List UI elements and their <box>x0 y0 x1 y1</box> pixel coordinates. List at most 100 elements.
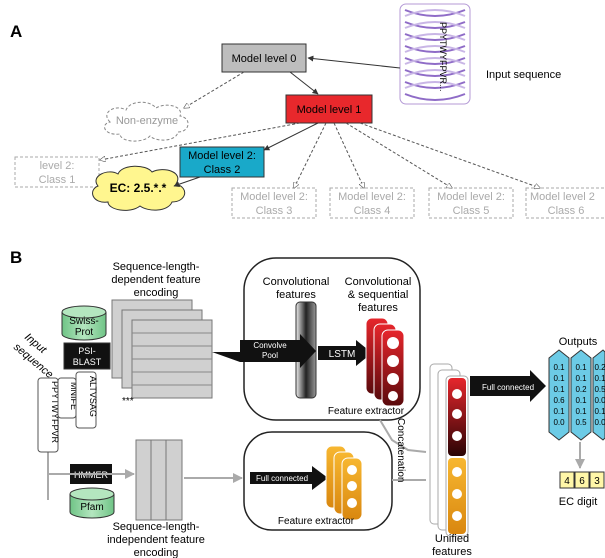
unified-feature-stack <box>429 363 469 537</box>
level2-class1-box <box>14 156 100 188</box>
level0-to-level1-arrow <box>289 71 319 95</box>
full-connected-right-label: Full connected <box>482 383 534 392</box>
output-column-2 <box>570 349 592 441</box>
full-connected-right-arrow <box>470 370 546 402</box>
output-value: 0.2 <box>594 363 605 372</box>
level2-class2-box <box>179 146 265 178</box>
level2-class3-line1: Model level 2: <box>240 191 308 203</box>
full-connected-bottom-arrow <box>250 466 328 490</box>
model-level-1-box <box>285 94 373 124</box>
conv-features-line2: features <box>276 289 316 301</box>
sequence-independent-vector <box>135 439 183 521</box>
dense-node-stack <box>325 445 363 521</box>
output-value: 0.0 <box>594 396 605 405</box>
sequence-box-3 <box>75 371 97 429</box>
pfam-label: Pfam <box>80 502 103 513</box>
output-value: 0.1 <box>594 374 605 383</box>
level2-class5-node: Model level 2: Class 5 <box>428 187 514 219</box>
input-to-level0-arrow <box>307 55 401 69</box>
level1-to-class3-arrow <box>294 122 327 188</box>
feature-extractor-bottom-label: Feature extractor <box>278 516 355 527</box>
psi-blast-line1: PSI- <box>78 346 96 356</box>
ec-result-cloud <box>92 165 186 211</box>
output-value: 0.2 <box>575 385 587 394</box>
seq-indep-line1: Sequence-length- <box>113 521 200 533</box>
feature-extractor-top-label: Feature extractor <box>328 406 405 417</box>
level2-class5-line1: Model level 2: <box>437 191 505 203</box>
non-enzyme-label: Non-enzyme <box>116 115 178 127</box>
level2-class4-node: Model level 2: Class 4 <box>329 187 415 219</box>
concat-path-top <box>379 419 427 453</box>
level2-class6-line2: Class 6 <box>548 205 585 217</box>
output-value: 0.1 <box>575 374 587 383</box>
swiss-prot-line2: Prot <box>75 327 94 338</box>
concatenation-label: Concatenation <box>395 418 406 483</box>
convolve-label-line2: Pool <box>262 351 278 360</box>
level2-class3-line2: Class 3 <box>256 205 293 217</box>
panel-b-label: B <box>10 248 22 267</box>
level1-to-class2-arrow <box>263 122 319 151</box>
convolve-label-line1: Convolve <box>253 341 287 350</box>
level2-class6-line1: Model level 2 <box>530 191 595 203</box>
level1-to-class1-arrow <box>100 122 301 160</box>
lstm-arrow <box>318 340 372 366</box>
swiss-prot-database-icon <box>61 305 107 341</box>
level0-to-nonenzyme-arrow <box>184 71 245 108</box>
ec-result-label: EC: 2.5.*.* <box>110 181 167 195</box>
convolve-pool-arrow <box>212 334 316 368</box>
output-values: 0.1 0.1 0.1 0.6 0.1 0.0 0.1 0.1 0.2 0.1 0.1 0.5 0.2 0… <box>553 363 605 427</box>
conv-features-line1: Convolutional <box>263 276 330 288</box>
level2-class1-line1: level 2: <box>40 160 75 172</box>
output-value: 0.1 <box>553 374 565 383</box>
level2-class2-line1: Model level 2: <box>188 150 256 162</box>
seq-indep-line2: independent feature <box>107 534 205 546</box>
model-level-1-label: Model level 1 <box>297 104 362 116</box>
ec-digit-box <box>559 471 575 489</box>
output-value: 0.6 <box>553 396 565 405</box>
output-value: 0.1 <box>575 363 587 372</box>
pfam-database-icon <box>69 487 115 519</box>
psi-blast-box <box>63 342 111 370</box>
conv-seq-line1: Convolutional <box>345 276 412 288</box>
level2-class2-line2: Class 2 <box>204 164 241 176</box>
unified-features-line1: Unified <box>435 533 469 545</box>
non-enzyme-cloud <box>104 101 189 142</box>
lstm-node-stack <box>365 317 405 407</box>
seq-dep-title-line1: Sequence-length- <box>113 261 200 273</box>
sequence-dependent-matrices <box>111 299 213 399</box>
ec-digit-value: 3 <box>594 476 600 487</box>
seq-dep-title-line2: dependent feature <box>111 274 200 286</box>
full-connected-bottom-label: Full connected <box>256 474 308 483</box>
output-value: 0.1 <box>575 396 587 405</box>
helix-sequence-text: PPYTWYFPVR... <box>438 22 448 92</box>
level2-class4-line2: Class 4 <box>354 205 391 217</box>
conv-seq-line3: features <box>358 302 398 314</box>
level2-class6-node: Model level 2 Class 6 <box>525 187 605 219</box>
output-value: 0.5 <box>575 418 587 427</box>
lstm-label: LSTM <box>329 349 356 360</box>
sequence-box-2-text: MNIFE <box>69 382 79 410</box>
output-value: 0.1 <box>553 385 565 394</box>
output-value: 0.1 <box>553 363 565 372</box>
conv-seq-line2: & sequential <box>348 289 409 301</box>
level2-class1-line2: Class 1 <box>39 174 76 186</box>
level1-to-class4-arrow <box>333 122 364 188</box>
seq-dep-title-line3: encoding <box>134 287 179 299</box>
output-column-1 <box>548 349 570 441</box>
matrices-ellipsis: *** <box>122 396 134 407</box>
ec-digit-value: 4 <box>564 476 570 487</box>
output-column-3 <box>592 349 605 441</box>
output-value: 0.1 <box>575 407 587 416</box>
level1-to-class6-arrow <box>359 122 540 188</box>
panel-a-label: A <box>10 22 22 41</box>
output-value: 0.1 <box>553 407 565 416</box>
unified-features-line2: features <box>432 546 472 558</box>
level2-class3-node: Model level 2: Class 3 <box>231 187 317 219</box>
class2-to-ec-arrow <box>173 176 201 188</box>
sequence-box-3-text: ALTVSAG <box>88 376 98 417</box>
output-value: 0.0 <box>553 418 565 427</box>
level1-to-class5-arrow <box>345 122 452 188</box>
input-sequence-label: Input sequence <box>486 69 561 81</box>
